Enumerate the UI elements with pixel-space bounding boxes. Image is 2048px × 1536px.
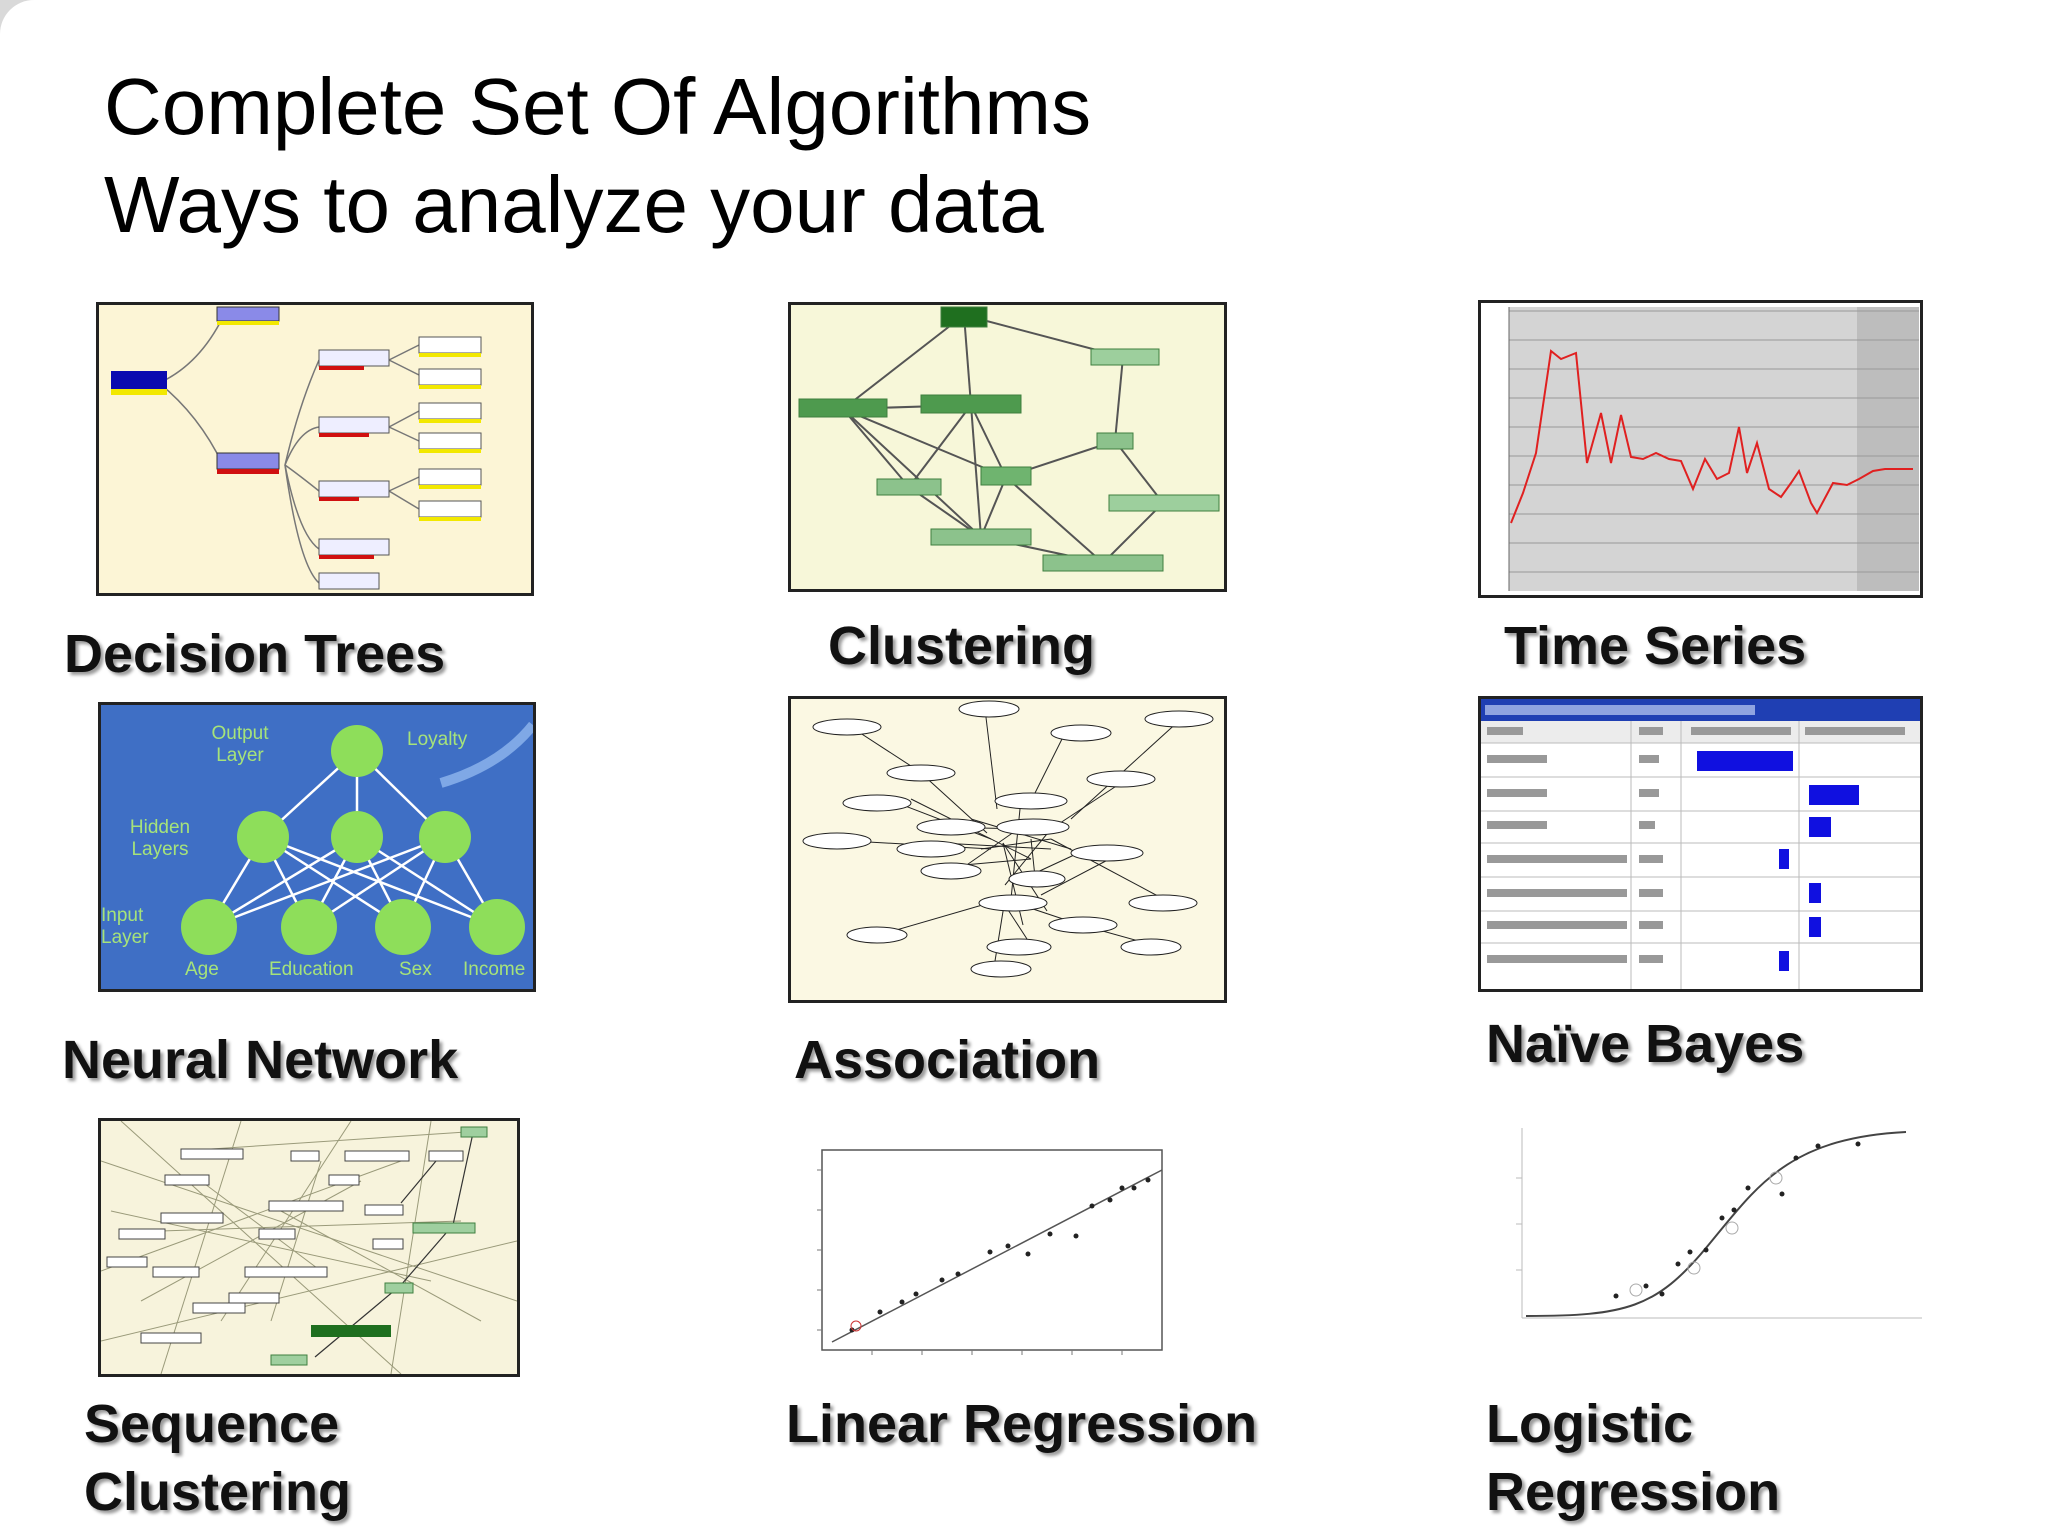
label-decision-trees: Decision Trees [64,624,446,684]
label-sequence-clustering: Sequence Clustering [84,1390,351,1526]
neural-network-thumbnail: Output Layer Hidden Layers Input Layer L… [98,702,536,992]
nn-input-education: Education [269,959,354,980]
nn-output-node-label: Loyalty [407,729,468,750]
nn-hidden-layers-label: Hidden Layers [129,817,191,860]
label-time-series: Time Series [1504,616,1807,676]
time-series-chart [1481,303,1920,595]
sequence-clustering-thumbnail [98,1118,520,1377]
association-graph [802,700,1214,978]
decision-tree-thumbnail [96,302,534,596]
label-naive-bayes: Naïve Bayes [1486,1014,1805,1074]
linear-regression-thumbnail [792,1130,1214,1380]
nn-input-layer-label: Input Layer [101,905,149,948]
naive-bayes-table [1481,699,1920,989]
clustering-thumbnail [788,302,1227,592]
label-sequence-clustering-line-1: Sequence [84,1394,340,1454]
time-series-thumbnail [1478,300,1923,598]
label-logistic-regression-line-2: Regression [1486,1462,1781,1522]
clustering-diagram [798,306,1220,572]
nn-output-layer-label: Output Layer [211,723,269,766]
sequence-clustering-diagram [101,1121,517,1374]
title-line-1: Complete Set Of Algorithms [104,62,1092,151]
label-linear-regression: Linear Regression [786,1394,1258,1454]
decision-tree-diagram [111,306,482,590]
naive-bayes-thumbnail [1478,696,1923,992]
slide-title: Complete Set Of Algorithms Ways to analy… [104,58,1091,254]
association-thumbnail [788,696,1227,1003]
nn-input-income: Income [463,959,526,980]
logistic-regression-thumbnail [1486,1118,1922,1364]
title-line-2: Ways to analyze your data [104,160,1044,249]
label-neural-network: Neural Network [62,1030,459,1090]
label-sequence-clustering-line-2: Clustering [84,1462,352,1522]
nn-input-age: Age [185,959,219,980]
neural-network-diagram [181,721,533,955]
label-clustering: Clustering [828,616,1096,676]
label-logistic-regression: Logistic Regression [1486,1390,1780,1526]
logistic-regression-plot [1516,1128,1922,1319]
label-logistic-regression-line-1: Logistic [1486,1394,1694,1454]
label-association: Association [794,1030,1101,1090]
nn-input-sex: Sex [399,959,432,980]
linear-regression-plot [817,1149,1163,1355]
